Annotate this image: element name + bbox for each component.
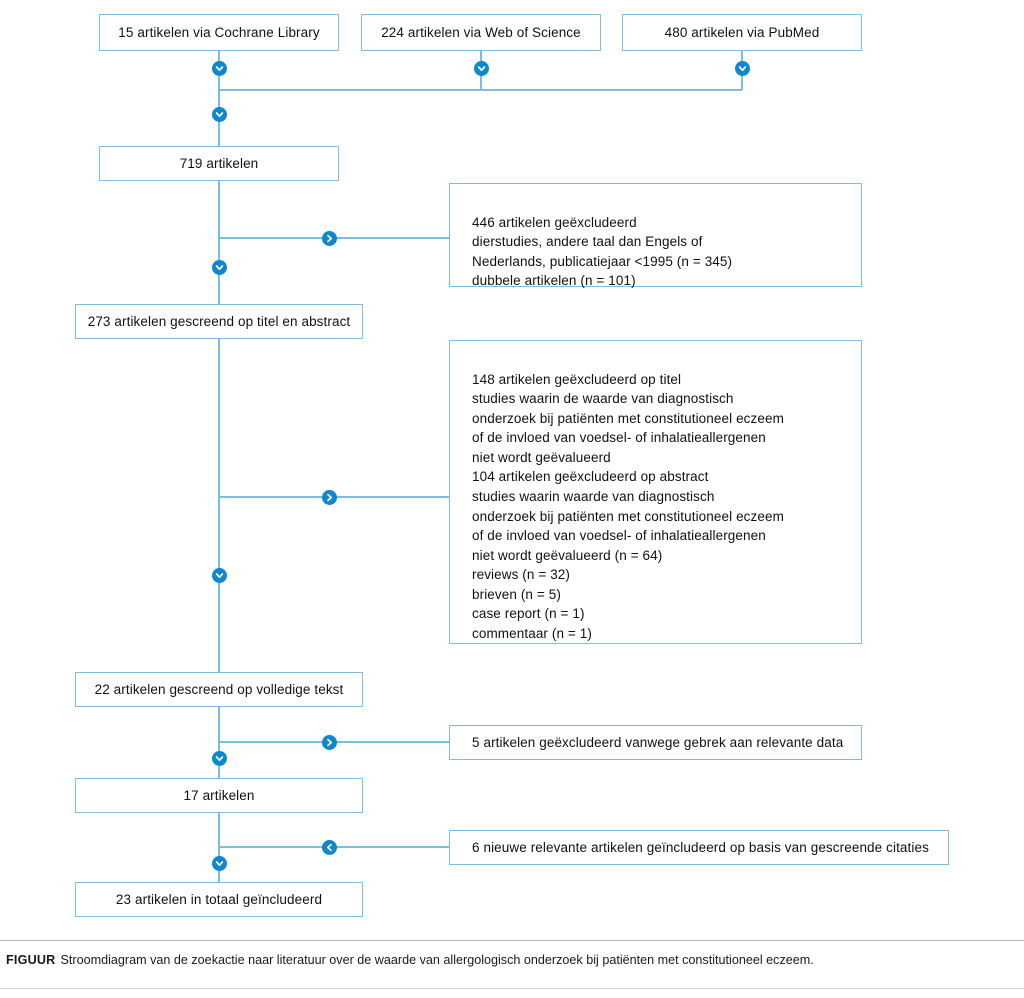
flowchart-diagram: 15 artikelen via Cochrane Library 224 ar… — [75, 14, 949, 917]
chevron-down-icon — [211, 568, 227, 583]
chevron-down-icon — [211, 260, 227, 275]
chevron-down-icon — [734, 61, 750, 76]
exclusion-box-no-relevant-data: 5 artikelen geëxcludeerd vanwege gebrek … — [449, 725, 862, 760]
chevron-right-icon — [322, 230, 337, 246]
stage-box-label: 719 artikelen — [179, 155, 259, 171]
figure-label: FIGUUR — [6, 953, 56, 967]
exclusion-box-text: 5 artikelen geëxcludeerd vanwege gebrek … — [472, 734, 844, 750]
source-box-label: 480 artikelen via PubMed — [664, 24, 820, 40]
chevron-right-icon — [322, 734, 337, 750]
addition-box-text: 6 nieuwe relevante artikelen geïncludeer… — [472, 839, 929, 855]
figure-caption-text: Stroomdiagram van de zoekactie naar lite… — [60, 953, 814, 967]
stage-box-label: 23 artikelen in totaal geïncludeerd — [115, 891, 323, 907]
chevron-down-icon — [211, 107, 227, 122]
stage-box-screened-fulltext: 22 artikelen gescreend op volledige teks… — [75, 672, 363, 707]
chevron-left-icon — [322, 839, 337, 855]
stage-box-total: 719 artikelen — [99, 146, 339, 181]
source-box-label: 224 artikelen via Web of Science — [381, 24, 581, 40]
stage-box-remaining: 17 artikelen — [75, 778, 363, 813]
chevron-down-icon — [473, 61, 489, 76]
stage-box-label: 273 artikelen gescreend op titel en abst… — [87, 313, 351, 329]
exclusion-box-text: 148 artikelen geëxcludeerd op titel stud… — [472, 371, 784, 641]
figure-caption: FIGUUR Stroomdiagram van de zoekactie naa… — [6, 952, 1016, 969]
chevron-down-icon — [211, 61, 227, 76]
chevron-right-icon — [322, 489, 337, 505]
stage-box-label: 22 artikelen gescreend op volledige teks… — [94, 681, 344, 697]
exclusion-box-446: 446 artikelen geëxcludeerd dierstudies, … — [449, 183, 862, 289]
exclusion-box-title-abstract: 148 artikelen geëxcludeerd op titel stud… — [449, 340, 862, 644]
stage-box-label: 17 artikelen — [183, 787, 255, 803]
chevron-down-icon — [211, 751, 227, 766]
source-box-cochrane: 15 artikelen via Cochrane Library — [99, 14, 339, 51]
exclusion-box-text: 446 artikelen geëxcludeerd dierstudies, … — [472, 214, 733, 289]
stage-box-screened-title-abstract: 273 artikelen gescreend op titel en abst… — [75, 304, 363, 339]
addition-box-citations: 6 nieuwe relevante artikelen geïncludeer… — [449, 830, 949, 865]
chevron-down-icon — [211, 856, 227, 871]
caption-divider-bottom — [0, 988, 1024, 989]
caption-divider-top — [0, 940, 1024, 941]
stage-box-included-total: 23 artikelen in totaal geïncludeerd — [75, 882, 363, 917]
source-box-label: 15 artikelen via Cochrane Library — [118, 24, 320, 40]
source-box-web-of-science: 224 artikelen via Web of Science — [361, 14, 601, 51]
source-box-pubmed: 480 artikelen via PubMed — [622, 14, 862, 51]
